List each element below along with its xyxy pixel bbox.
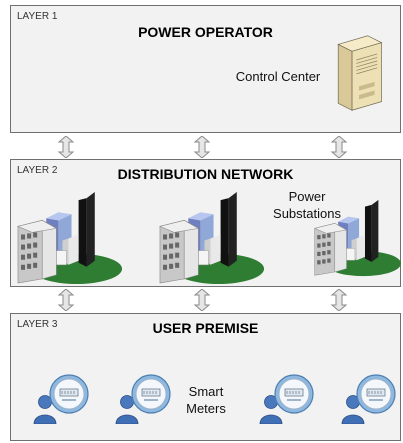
bidirectional-arrow-icon bbox=[57, 136, 75, 158]
smart-meter-icon bbox=[49, 374, 89, 414]
layer-1-title: POWER OPERATOR bbox=[138, 24, 273, 40]
smart-meters-caption: Smart Meters bbox=[186, 384, 226, 416]
bidirectional-arrow-icon bbox=[193, 136, 211, 158]
layer-3-title: USER PREMISE bbox=[152, 320, 259, 336]
smart-meter-icon bbox=[131, 374, 171, 414]
substation-building-icon bbox=[15, 190, 123, 286]
bidirectional-arrow-icon bbox=[193, 289, 211, 311]
power-substations-caption: Power Substations bbox=[273, 189, 341, 221]
layer-2-title: DISTRIBUTION NETWORK bbox=[117, 166, 294, 182]
bidirectional-arrow-icon bbox=[330, 289, 348, 311]
bidirectional-arrow-icon bbox=[57, 289, 75, 311]
smart-meter-icon bbox=[356, 374, 396, 414]
layer-1-label: LAYER 1 bbox=[17, 11, 58, 22]
layer-3-label: LAYER 3 bbox=[17, 319, 58, 330]
control-center-caption: Control Center bbox=[235, 69, 321, 84]
layer-1-panel: LAYER 1 POWER OPERATOR Control Center bbox=[10, 5, 401, 133]
substation-building-icon bbox=[313, 190, 401, 286]
layer-2-label: LAYER 2 bbox=[17, 165, 58, 176]
bidirectional-arrow-icon bbox=[330, 136, 348, 158]
layer-2-panel: LAYER 2 DISTRIBUTION NETWORK Power Subst… bbox=[10, 159, 401, 287]
server-icon bbox=[333, 28, 385, 118]
layer-3-panel: LAYER 3 USER PREMISE Smart Meters bbox=[10, 313, 401, 441]
substation-building-icon bbox=[157, 190, 265, 286]
smart-meter-icon bbox=[274, 374, 314, 414]
